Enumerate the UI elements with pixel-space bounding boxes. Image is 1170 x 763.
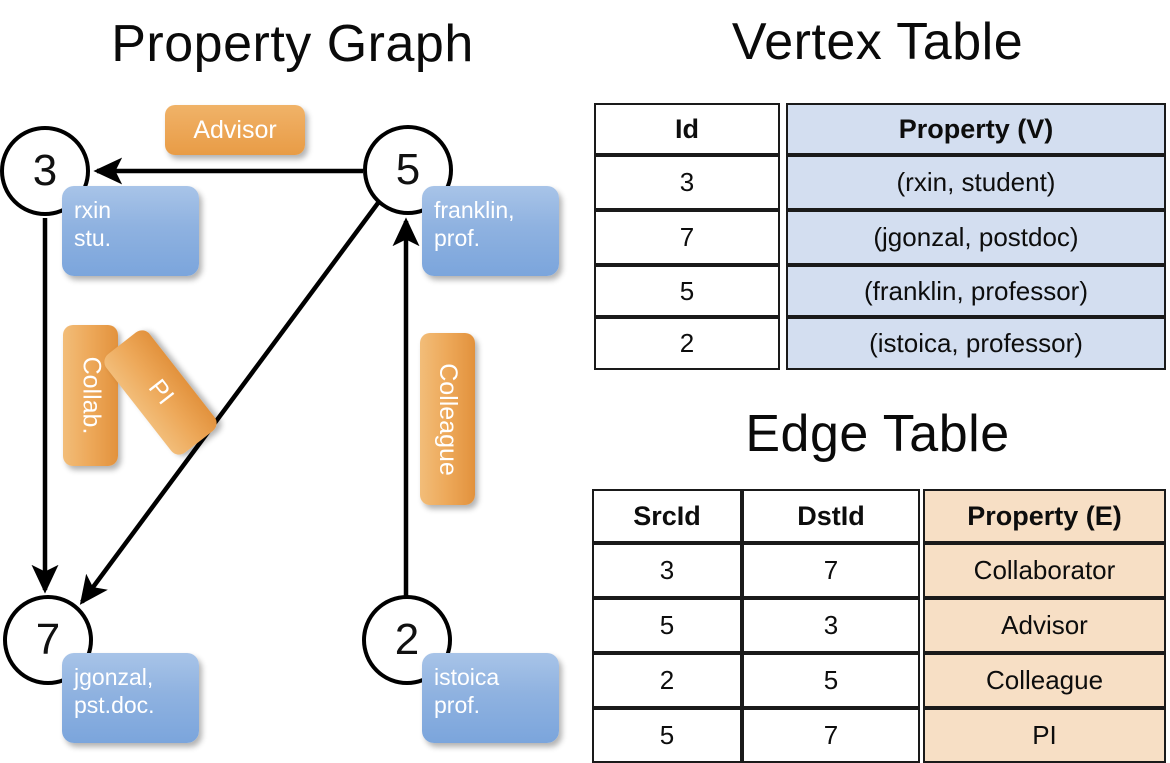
edge-label-advisor-text: Advisor [193, 115, 277, 144]
vertex-table-cell-id-1: 7 [594, 210, 780, 265]
edge-label-advisor: Advisor [165, 105, 305, 155]
edge-table-header-property: Property (E) [923, 489, 1166, 543]
edge-table-cell-property-1: Advisor [923, 598, 1166, 653]
graph-node-3-id: 3 [32, 146, 58, 195]
edge-table-cell-dstid-1: 3 [742, 598, 920, 653]
edge-table-cell-srcid-3: 5 [592, 708, 742, 763]
edge-table-header-srcid: SrcId [592, 489, 742, 543]
edge-line-5-to-7 [79, 201, 380, 605]
vertex-table-cell-property-3: (istoica, professor) [786, 317, 1166, 370]
edge-table-cell-dstid-0: 7 [742, 543, 920, 598]
graph-node-5-property-box: franklin, prof. [422, 186, 559, 276]
edge-table-cell-srcid-0: 3 [592, 543, 742, 598]
vertex-table-cell-id-3: 2 [594, 317, 780, 370]
graph-node-3-property-line-2: stu. [74, 225, 112, 252]
vertex-table-cell-id-2: 5 [594, 265, 780, 317]
graph-node-2-property-line-2: prof. [434, 692, 481, 719]
graph-node-3-property-line-1: rxin [74, 197, 112, 223]
edge-table-cell-property-3: PI [923, 708, 1166, 763]
vertex-table-title: Vertex Table [731, 13, 1024, 71]
graph-edge-lines [31, 157, 420, 605]
graph-node-3-property-box: rxin stu. [62, 186, 199, 276]
vertex-table-header-id: Id [594, 103, 780, 155]
graph-node-2-property-box: istoica prof. [422, 653, 559, 743]
property-graph-diagram: 3 rxin stu. 5 franklin, prof. 7 jgonzal,… [0, 0, 585, 760]
graph-node-2-id: 2 [394, 615, 420, 664]
graph-node-5-property-line-2: prof. [434, 225, 481, 252]
vertex-table-cell-property-1: (jgonzal, postdoc) [786, 210, 1166, 265]
edge-label-collab: Collab. [63, 325, 118, 466]
edge-label-colleague-text: Colleague [434, 362, 462, 476]
graph-node-5-id: 5 [395, 145, 421, 194]
edge-table-cell-dstid-3: 7 [742, 708, 920, 763]
edge-label-pi-text: PI [142, 374, 180, 411]
graph-node-7-property-box: jgonzal, pst.doc. [62, 653, 199, 743]
edge-table-cell-srcid-2: 2 [592, 653, 742, 708]
graph-node-5[interactable]: 5 [363, 125, 453, 215]
edge-label-collab-text: Collab. [77, 356, 106, 435]
vertex-table-cell-id-0: 3 [594, 155, 780, 210]
edge-label-colleague: Colleague [420, 333, 475, 505]
graph-node-7-property-line-2: pst.doc. [74, 692, 155, 719]
graph-node-5-property-line-1: franklin, [434, 197, 515, 223]
edge-table-cell-dstid-2: 5 [742, 653, 920, 708]
edge-table-header-dstid: DstId [742, 489, 920, 543]
vertex-table-header-property: Property (V) [786, 103, 1166, 155]
vertex-table-cell-property-0: (rxin, student) [786, 155, 1166, 210]
edge-table-cell-property-0: Collaborator [923, 543, 1166, 598]
edge-table-cell-property-2: Colleague [923, 653, 1166, 708]
edge-table-cell-srcid-1: 5 [592, 598, 742, 653]
property-graph-title: Property Graph [111, 15, 474, 73]
edge-table-title: Edge Table [745, 405, 1010, 463]
graph-node-2-property-line-1: istoica [434, 664, 500, 690]
graph-node-2[interactable]: 2 [362, 595, 452, 685]
vertex-table-cell-property-2: (franklin, professor) [786, 265, 1166, 317]
graph-node-7-id: 7 [35, 615, 61, 664]
graph-node-7-property-line-1: jgonzal, [74, 664, 154, 690]
